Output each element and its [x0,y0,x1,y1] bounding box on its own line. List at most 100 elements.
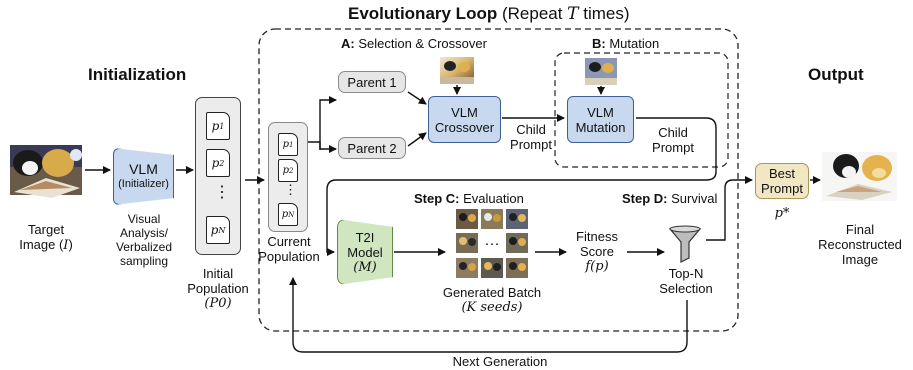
step-d-bold: Step D: [622,191,668,206]
funnel-icon [668,225,702,263]
best-prompt-symbol: p* [774,206,790,221]
final-line2: Reconstructed [818,237,902,252]
current-doc-ellipsis: ⋮ [284,182,297,197]
vlm-crossover-subtitle: Crossover [434,119,495,135]
initialization-header: Initialization [88,65,187,84]
batch-tile [506,209,528,229]
batch-label-line2: (K seeds) [461,300,523,315]
step-c-bold: Step C: [414,191,460,206]
arrow-next-generation [289,277,688,353]
vlm-mutation-title: VLM [587,104,614,120]
final-image-label: Final Reconstructed Image [812,222,908,267]
child-prompt-b-line2: Prompt [652,140,694,155]
loop-title-main: Evolutionary Loop [348,4,498,23]
section-b-text: Mutation [605,36,660,51]
fitness-score-label: Fitness Score f(p) [568,229,626,274]
curr-pop-line1: Current [267,234,311,249]
best-prompt-node: Best Prompt [755,163,809,199]
t2i-symbol: (M) [353,259,377,275]
vlm-initializer-title: VLM [129,160,158,177]
vlm-crossover-node: VLM Crossover [428,96,501,143]
init-pop-line1: Initial [202,266,234,281]
generated-batch-label: Generated Batch (K seeds) [430,285,554,315]
batch-tile [481,258,503,278]
step-d-text: Survival [667,191,718,206]
target-image-label: Target Image (I) [6,222,86,253]
section-a-header: A: Selection & Crossover [341,36,487,51]
target-label-post: ) [68,237,73,252]
section-a-text: Selection & Crossover [354,36,487,51]
best-prompt-line1: Best [768,166,795,181]
target-label-pre: Image ( [19,237,64,252]
batch-tile [456,233,478,253]
arrow-parent1-to-crossover [407,91,427,105]
fitness-line3: f(p) [585,259,609,274]
initial-doc-ellipsis: ⋮ [214,184,230,201]
vlm-initializer-caption: Visual Analysis/ Verbalized sampling [106,212,182,268]
t2i-title: T2I [355,229,375,245]
init-pop-line2: Population [187,281,249,296]
next-generation-label: Next Generation [420,354,580,369]
repeat-T: T [567,4,579,24]
caption-line1: Visual [127,212,161,226]
vlm-initializer-node: VLM (Initializer) [113,148,174,205]
topn-line1: Top-N [668,266,704,281]
section-b-header: B: Mutation [592,36,659,51]
target-image [10,145,82,198]
loop-title: Evolutionary Loop (Repeat T times) [348,4,630,24]
fitness-line2: Score [580,244,614,259]
batch-label-line1: Generated Batch [442,285,542,300]
batch-ellipsis: ··· [484,235,500,252]
t2i-subtitle: Model [347,244,383,260]
caption-line2: Analysis/ [119,226,169,240]
fitness-line1: Fitness [576,229,618,244]
child-prompt-a-line2: Prompt [510,137,552,152]
child-prompt-a-line1: Child [516,122,546,137]
generated-batch-grid [456,209,528,278]
output-header: Output [808,65,864,84]
batch-tile [456,258,478,278]
caption-line4: sampling [119,254,169,268]
batch-tile [456,209,478,229]
section-a-bold: A: [341,36,355,51]
step-c-header: Step C: Evaluation [414,191,524,206]
child-prompt-b-line1: Child [658,125,688,140]
init-pop-line3: (P0) [204,296,232,311]
vlm-initializer-subtitle: (Initializer) [118,177,169,190]
mutation-reference-image [585,58,617,85]
curr-pop-line2: Population [258,249,320,264]
arrow-mutation-to-t2i [326,117,717,256]
parent1-node: Parent 1 [338,71,406,93]
section-b-bold: B: [592,36,606,51]
arrow-parent2-to-crossover [407,132,427,147]
topn-selection-label: Top-N Selection [650,266,722,296]
best-prompt-line2: Prompt [761,181,803,196]
arrow-to-parent1 [319,96,337,150]
batch-tile [506,258,528,278]
crossover-reference-image [440,57,474,84]
target-label-line1: Target [27,222,65,237]
final-line1: Final [845,222,875,237]
target-label-line2: Image (I) [6,237,86,253]
caption-line3: Verbalized [115,240,173,254]
step-c-text: Evaluation [459,191,524,206]
initial-population-label: Initial Population (P0) [183,266,253,311]
batch-tile [506,233,528,253]
vlm-mutation-node: VLM Mutation [567,96,634,143]
arrow-to-parent2 [304,141,337,153]
arrow-funnel-to-best [706,176,753,241]
final-image [822,152,897,201]
final-line3: Image [841,252,879,267]
step-d-header: Step D: Survival [622,191,717,206]
repeat-post: times) [578,4,630,23]
vlm-crossover-title: VLM [451,104,478,120]
repeat-pre: (Repeat [501,4,568,23]
